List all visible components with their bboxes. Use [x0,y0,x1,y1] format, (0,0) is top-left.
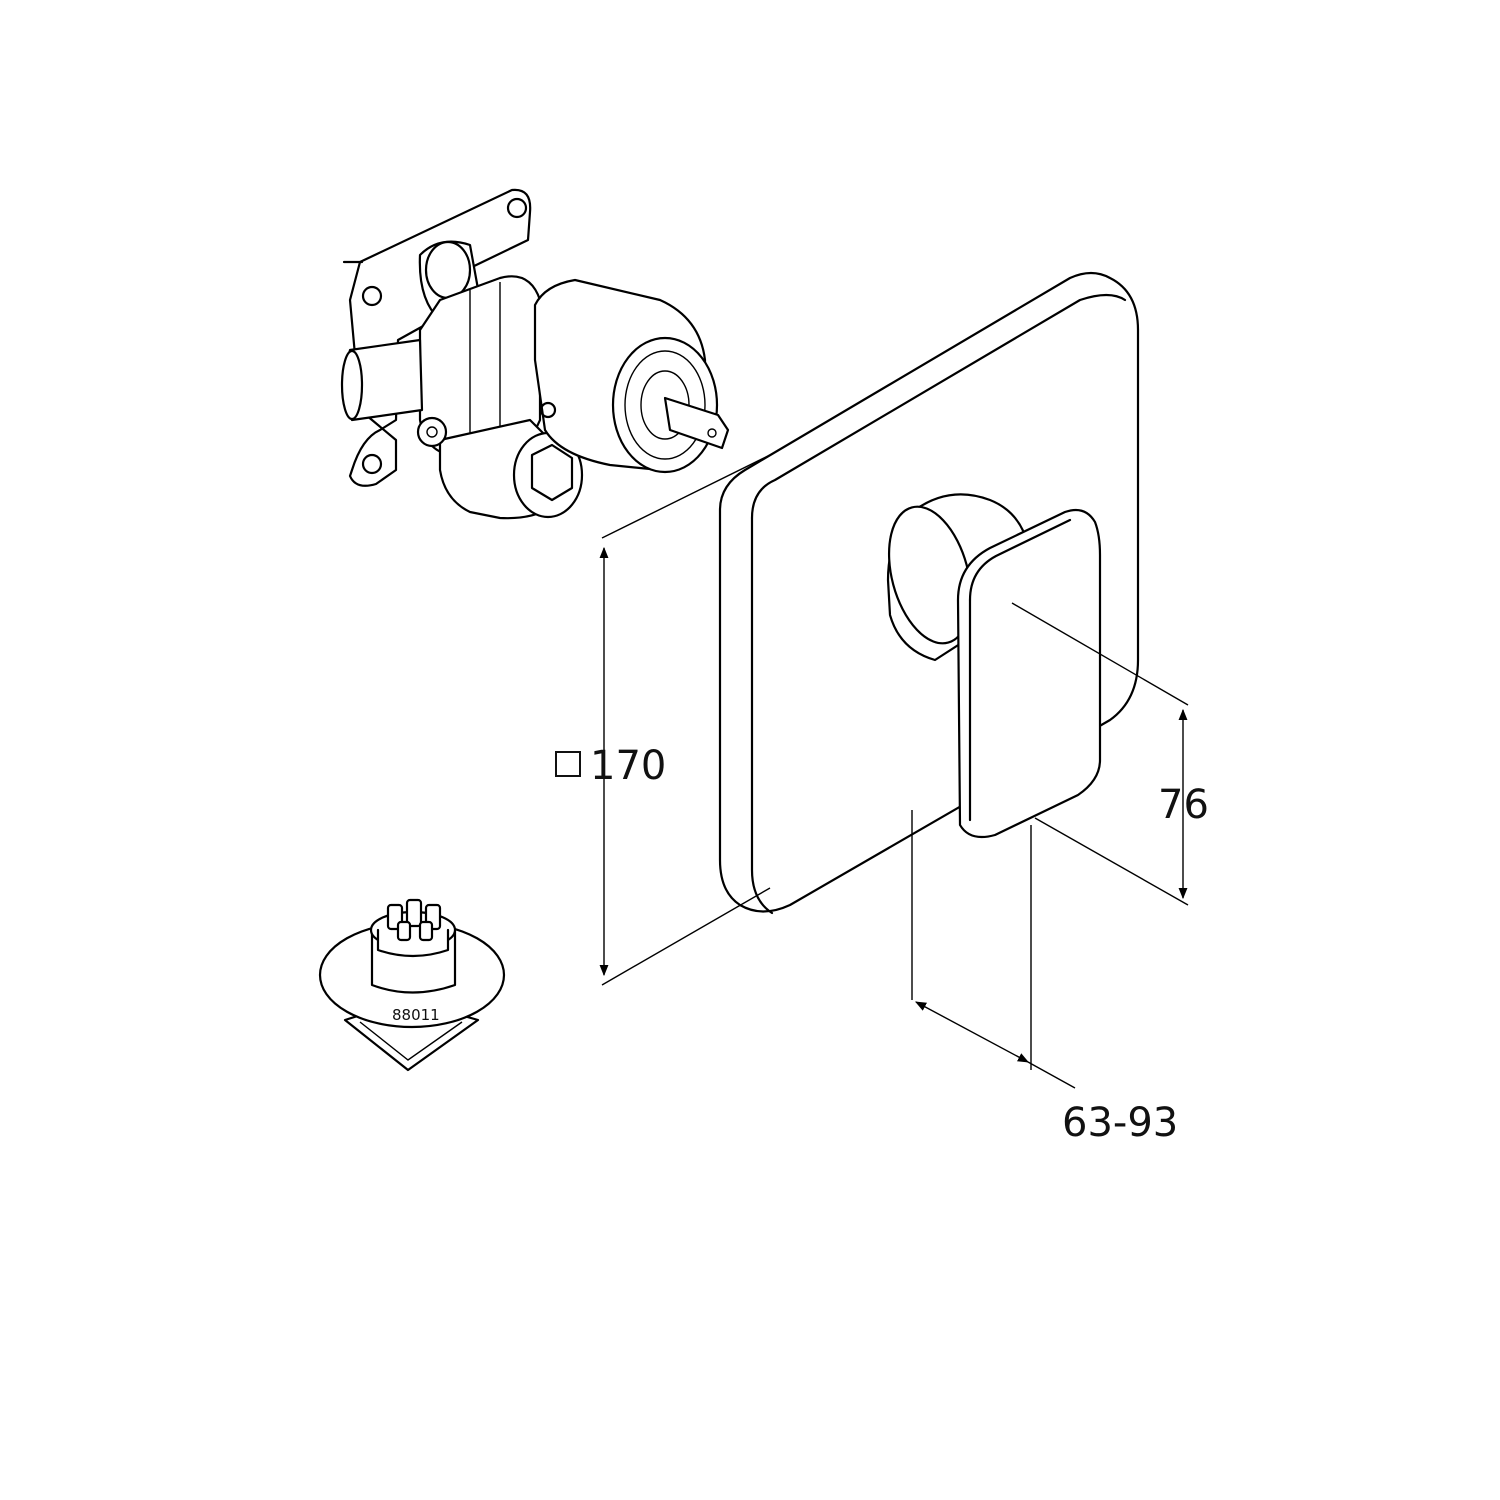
part-number-label: 88011 [392,1006,440,1024]
dimension-76-label: 76 [1158,782,1209,828]
dimension-63-93-label: 63-93 [1062,1100,1178,1146]
frame-hole [361,453,383,475]
dimension-76: 76 [1011,602,1209,906]
frame-hole [361,285,383,307]
valve-body-illustration [340,188,730,520]
square-symbol-icon [555,751,581,777]
dimension-63-93: 63-93 [911,810,1178,1146]
accessory-part-illustration: 88011 [318,898,506,1072]
lever-handle [886,493,1102,839]
dimension-170-label: 170 [590,743,666,789]
dimension-170: 170 [555,454,771,986]
frame-hole [506,197,528,219]
